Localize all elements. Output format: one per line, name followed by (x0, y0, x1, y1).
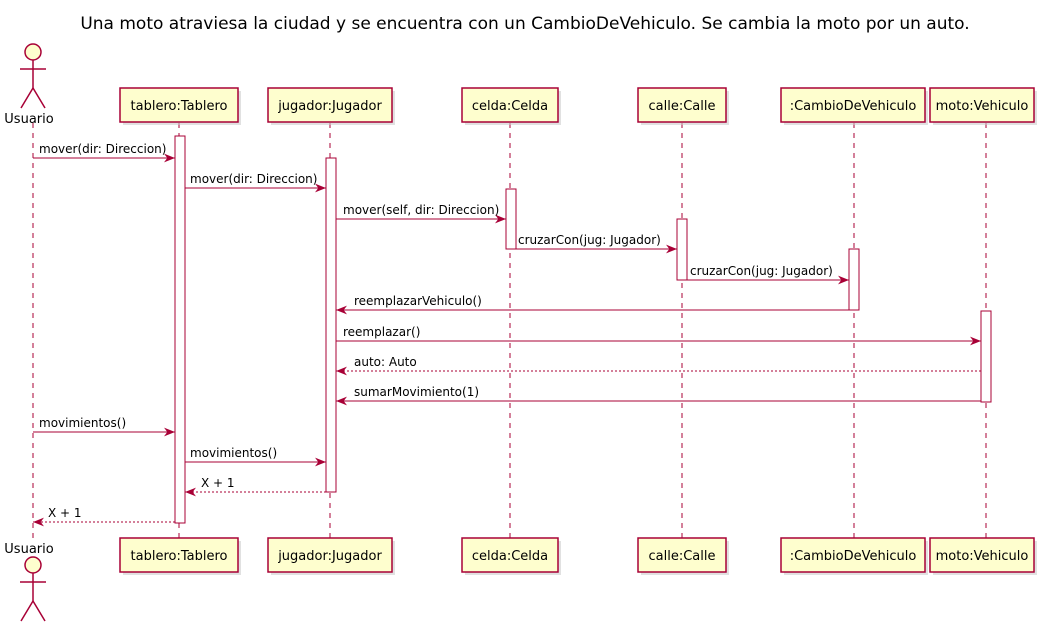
message-label: sumarMovimiento(1) (354, 385, 479, 399)
participant-tablero-top: tablero:Tablero (119, 87, 241, 125)
message-label: auto: Auto (354, 355, 417, 369)
diagram-title: Una moto atraviesa la ciudad y se encuen… (80, 14, 969, 34)
participant-cambio-bottom: :CambioDeVehiculo (780, 537, 928, 575)
participant-moto-top: moto:Vehiculo (929, 87, 1037, 125)
participant-label: jugador:Jugador (277, 99, 382, 114)
participant-jugador-top: jugador:Jugador (267, 87, 395, 125)
participant-cambio-top: :CambioDeVehiculo (780, 87, 928, 125)
participant-calle-top: calle:Calle (637, 87, 729, 125)
actor-icon (24, 43, 42, 61)
activation-tablero (174, 135, 186, 524)
actor-label: Usuario (4, 542, 53, 557)
message-label: movimientos() (39, 416, 126, 430)
participant-label: :CambioDeVehiculo (790, 549, 917, 564)
message-label: X + 1 (201, 476, 235, 490)
actor-usuario-bottom: Usuario (4, 542, 54, 622)
participant-calle-bottom: calle:Calle (637, 537, 729, 575)
message-9: sumarMovimiento(1) (336, 385, 981, 406)
activation-celda (505, 188, 517, 250)
participant-celda-top: celda:Celda (461, 87, 561, 125)
message-11: movimientos() (185, 446, 326, 467)
participant-label: tablero:Tablero (131, 549, 228, 564)
participant-label: tablero:Tablero (131, 99, 228, 114)
message-7: reemplazar() (336, 325, 981, 346)
message-10: movimientos() (33, 416, 175, 437)
participant-label: celda:Celda (472, 99, 548, 114)
activation-moto (980, 310, 992, 403)
message-12: X + 1 (185, 476, 326, 497)
message-8: auto: Auto (336, 355, 981, 376)
activation-calle (676, 218, 688, 281)
participant-label: jugador:Jugador (277, 549, 382, 564)
message-6: reemplazarVehiculo() (336, 294, 849, 315)
actor-label: Usuario (4, 112, 53, 127)
message-3: mover(self, dir: Direccion) (336, 203, 506, 224)
message-label: cruzarCon(jug: Jugador) (690, 264, 833, 278)
message-label: mover(self, dir: Direccion) (343, 203, 499, 217)
message-4: cruzarCon(jug: Jugador) (516, 233, 677, 254)
participant-label: calle:Calle (649, 99, 716, 114)
participant-jugador-bottom: jugador:Jugador (267, 537, 395, 575)
message-1: mover(dir: Direccion) (33, 142, 175, 163)
participant-label: calle:Calle (649, 549, 716, 564)
message-label: mover(dir: Direccion) (190, 172, 317, 186)
actor-usuario-top: Usuario (4, 43, 54, 127)
message-2: mover(dir: Direccion) (185, 172, 326, 193)
participant-celda-bottom: celda:Celda (461, 537, 561, 575)
participant-label: celda:Celda (472, 549, 548, 564)
message-label: mover(dir: Direccion) (39, 142, 166, 156)
activation-jugador (325, 157, 337, 493)
message-label: movimientos() (190, 446, 277, 460)
participant-label: :CambioDeVehiculo (790, 99, 917, 114)
message-label: reemplazarVehiculo() (354, 294, 482, 308)
actor-icon (24, 556, 42, 574)
activation-cambio (848, 248, 860, 311)
message-13: X + 1 (33, 506, 175, 527)
participant-label: moto:Vehiculo (936, 549, 1029, 564)
participant-moto-bottom: moto:Vehiculo (929, 537, 1037, 575)
message-5: cruzarCon(jug: Jugador) (687, 264, 849, 285)
participant-tablero-bottom: tablero:Tablero (119, 537, 241, 575)
message-label: X + 1 (48, 506, 82, 520)
participant-label: moto:Vehiculo (936, 99, 1029, 114)
message-label: cruzarCon(jug: Jugador) (518, 233, 661, 247)
message-label: reemplazar() (343, 325, 420, 339)
